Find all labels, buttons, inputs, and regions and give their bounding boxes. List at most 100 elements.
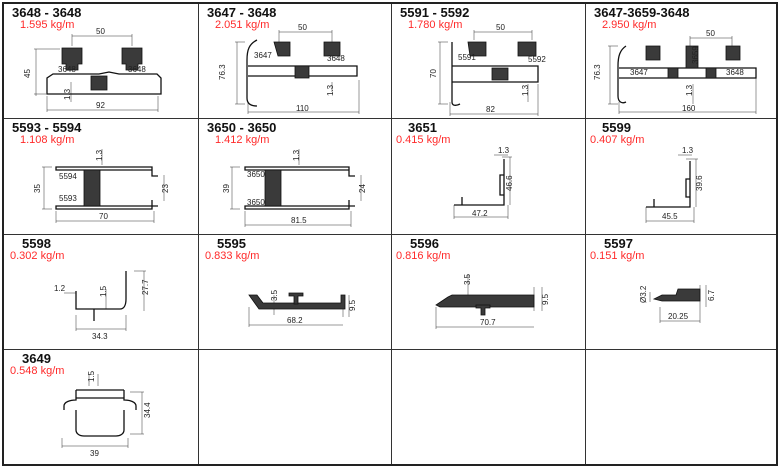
dim-bottom: 81.5	[291, 216, 307, 225]
profile-drawing: 39 24 81.5 1.3 3650 3650	[222, 149, 367, 227]
dim-height: 9.5	[348, 299, 357, 311]
profile-cell-3649: 3649 0.548 kg/m 1.5 34.4 39	[4, 350, 199, 464]
dim-bottom: 39	[90, 449, 99, 458]
dim-height: 46.6	[505, 175, 514, 191]
dim-wall: 1.3	[682, 146, 694, 155]
dim-height: 39	[222, 184, 231, 193]
dim-b: 1.5	[99, 285, 108, 297]
empty-cell	[392, 350, 586, 464]
label-mid: 3659	[691, 46, 700, 64]
dim-wall: 1.3	[292, 149, 301, 161]
profile-weight: 2.051 kg/m	[215, 19, 270, 31]
profile-drawing: 3.5 9.5 68.2	[248, 289, 357, 327]
profile-weight: 2.950 kg/m	[602, 19, 657, 31]
dim-height: 6.7	[707, 289, 716, 301]
empty-cell	[199, 350, 392, 464]
dim-top: 50	[298, 23, 307, 32]
profile-weight: 0.833 kg/m	[205, 250, 260, 262]
dim-bottom: 92	[96, 101, 105, 110]
dim-inner: 24	[358, 184, 367, 193]
dim-bottom: 45.5	[662, 212, 678, 221]
dim-a: 3.5	[463, 273, 472, 285]
profile-weight: 0.415 kg/m	[396, 134, 451, 146]
profile-weight: 0.816 kg/m	[396, 250, 451, 262]
dim-a: 3.5	[270, 289, 279, 301]
profile-weight: 0.151 kg/m	[590, 250, 645, 262]
profile-cell-5598: 5598 0.302 kg/m 1.2 1.5 27.7 34.3	[4, 235, 199, 350]
dim-top: 50	[706, 29, 715, 38]
dim-a: 1.2	[54, 284, 66, 293]
dim-bottom: 70	[99, 212, 108, 221]
profile-cell-5593-5594: 5593 - 5594 1.108 kg/m 35 23 70 1.3 5594…	[4, 119, 199, 235]
profile-drawing: 1.3 39.6 45.5	[645, 146, 704, 223]
profile-code: 3647 - 3648	[207, 5, 277, 20]
dim-a: 1.5	[87, 370, 96, 382]
dim-height: 76.3	[593, 64, 602, 80]
profile-drawing: 1.5 34.4 39	[61, 370, 152, 458]
profile-drawing: Ø3.2 6.7 20.25	[639, 285, 716, 323]
dim-height: 34.4	[143, 402, 152, 418]
profile-cell-3647-3648: 3647 - 3648 2.051 kg/m 50 76.3 110 1.3 3…	[199, 4, 392, 119]
profile-cell-3647-3659-3648: 3647-3659-3648 2.950 kg/m 50 76.3 160 1.…	[586, 4, 776, 119]
profile-drawing: 50 70 82 1.3 5591 5592	[429, 23, 546, 116]
label-top: 5594	[59, 172, 77, 181]
profile-weight: 1.595 kg/m	[20, 19, 75, 31]
profile-code: 5593 - 5594	[12, 120, 82, 135]
profile-code: 5595	[217, 236, 246, 251]
dim-bottom: 82	[486, 105, 495, 114]
dim-height: 45	[23, 69, 32, 78]
profile-weight: 0.407 kg/m	[590, 134, 645, 146]
dim-bottom: 34.3	[92, 332, 108, 341]
label-bottom: 5593	[59, 194, 77, 203]
profile-code: 3651	[408, 120, 437, 135]
profile-cell-3648-3648: 3648 - 3648 1.595 kg/m 50 45 92 1.3 3648…	[4, 4, 199, 119]
dim-bottom: 160	[682, 104, 696, 113]
label-left: 3647	[254, 51, 272, 60]
profile-weight: 0.548 kg/m	[10, 365, 65, 377]
profile-cell-5595: 5595 0.833 kg/m 3.5 9.5 68.2	[199, 235, 392, 350]
profile-drawing: 50 76.3 160 1.3 3647 3659 3648	[593, 29, 757, 114]
profile-cell-5599: 5599 0.407 kg/m 1.3 39.6 45.5	[586, 119, 776, 235]
profile-grid: 3648 - 3648 1.595 kg/m 50 45 92 1.3 3648…	[2, 2, 778, 466]
profile-code: 3648 - 3648	[12, 5, 82, 20]
profile-drawing: 50 76.3 110 1.3 3647 3648	[218, 23, 360, 114]
profile-code: 3650 - 3650	[207, 120, 277, 135]
dim-bottom: 47.2	[472, 209, 488, 218]
profile-cell-5591-5592: 5591 - 5592 1.780 kg/m 50 70 82 1.3 5591…	[392, 4, 586, 119]
dim-height: 35	[33, 184, 42, 193]
dim-bottom: 110	[296, 104, 309, 113]
dim-wall: 1.3	[95, 149, 104, 161]
label-left: 5591	[458, 53, 476, 62]
profile-drawing: 3.5 9.5 70.7	[435, 273, 550, 329]
profile-code: 5591 - 5592	[400, 5, 470, 20]
dim-height: 70	[429, 69, 438, 78]
dim-bottom: 70.7	[480, 318, 496, 327]
profile-cell-5596: 5596 0.816 kg/m 3.5 9.5 70.7	[392, 235, 586, 350]
label-right: 3648	[128, 65, 146, 74]
dim-diameter: Ø3.2	[639, 285, 648, 303]
label-top: 3650	[247, 170, 265, 179]
profile-cell-3650-3650: 3650 - 3650 1.412 kg/m 39 24 81.5 1.3 36…	[199, 119, 392, 235]
dim-wall: 1.3	[498, 146, 510, 155]
profile-weight: 1.108 kg/m	[20, 134, 75, 146]
profile-code: 5598	[22, 236, 51, 251]
profile-drawing: 1.3 46.6 47.2	[453, 146, 514, 219]
dim-height: 9.5	[541, 293, 550, 305]
label-right: 3648	[726, 68, 744, 77]
dim-inner: 23	[161, 184, 170, 193]
dim-wall: 1.3	[521, 84, 530, 96]
dim-top: 50	[96, 27, 105, 36]
profile-weight: 0.302 kg/m	[10, 250, 65, 262]
dim-bottom: 68.2	[287, 316, 303, 325]
profile-weight: 1.780 kg/m	[408, 19, 463, 31]
profile-cell-5597: 5597 0.151 kg/m Ø3.2 6.7 20.25	[586, 235, 776, 350]
dim-wall: 1.3	[685, 84, 694, 96]
profile-code: 5599	[602, 120, 631, 135]
empty-cell	[586, 350, 776, 464]
profile-code: 5596	[410, 236, 439, 251]
label-left: 3648	[58, 65, 76, 74]
profile-weight: 1.412 kg/m	[215, 134, 270, 146]
profile-code: 3647-3659-3648	[594, 5, 690, 20]
dim-height: 27.7	[141, 279, 150, 295]
